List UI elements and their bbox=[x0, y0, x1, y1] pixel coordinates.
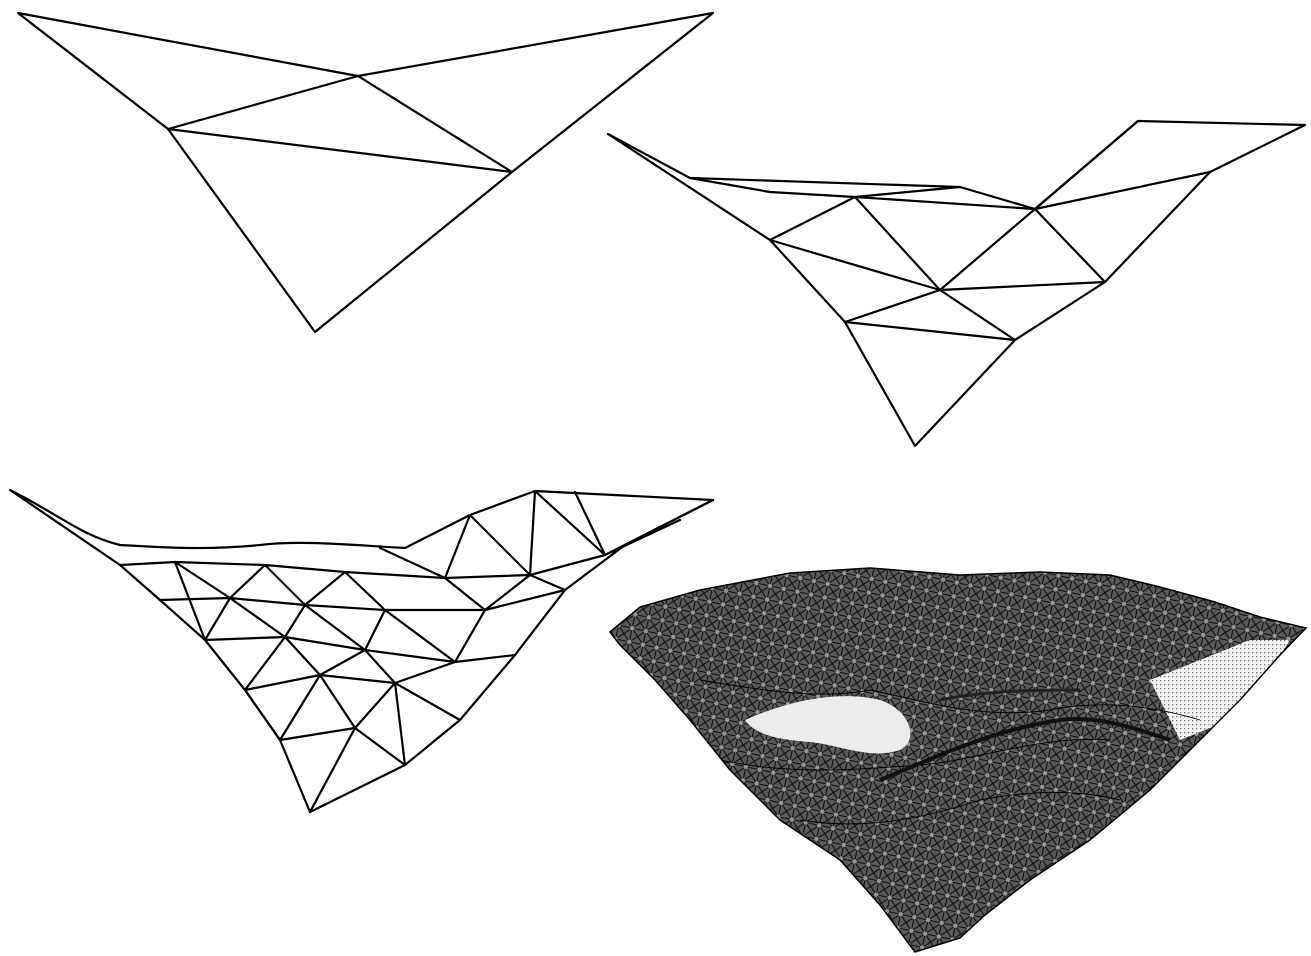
mesh-level-2-panel bbox=[608, 121, 1305, 446]
dense-mesh-fill bbox=[600, 560, 1311, 956]
mesh-level-1-outline bbox=[18, 13, 713, 332]
mesh-level-3-panel bbox=[10, 490, 713, 812]
mesh-level-3-edges bbox=[120, 491, 713, 812]
mesh-level-1-panel bbox=[18, 13, 713, 332]
mesh-level-2-edges bbox=[690, 121, 1210, 340]
mesh-level-2-outline bbox=[608, 121, 1305, 446]
mesh-dense-terrain-panel bbox=[600, 560, 1311, 956]
mesh-level-1-edges bbox=[168, 76, 512, 172]
